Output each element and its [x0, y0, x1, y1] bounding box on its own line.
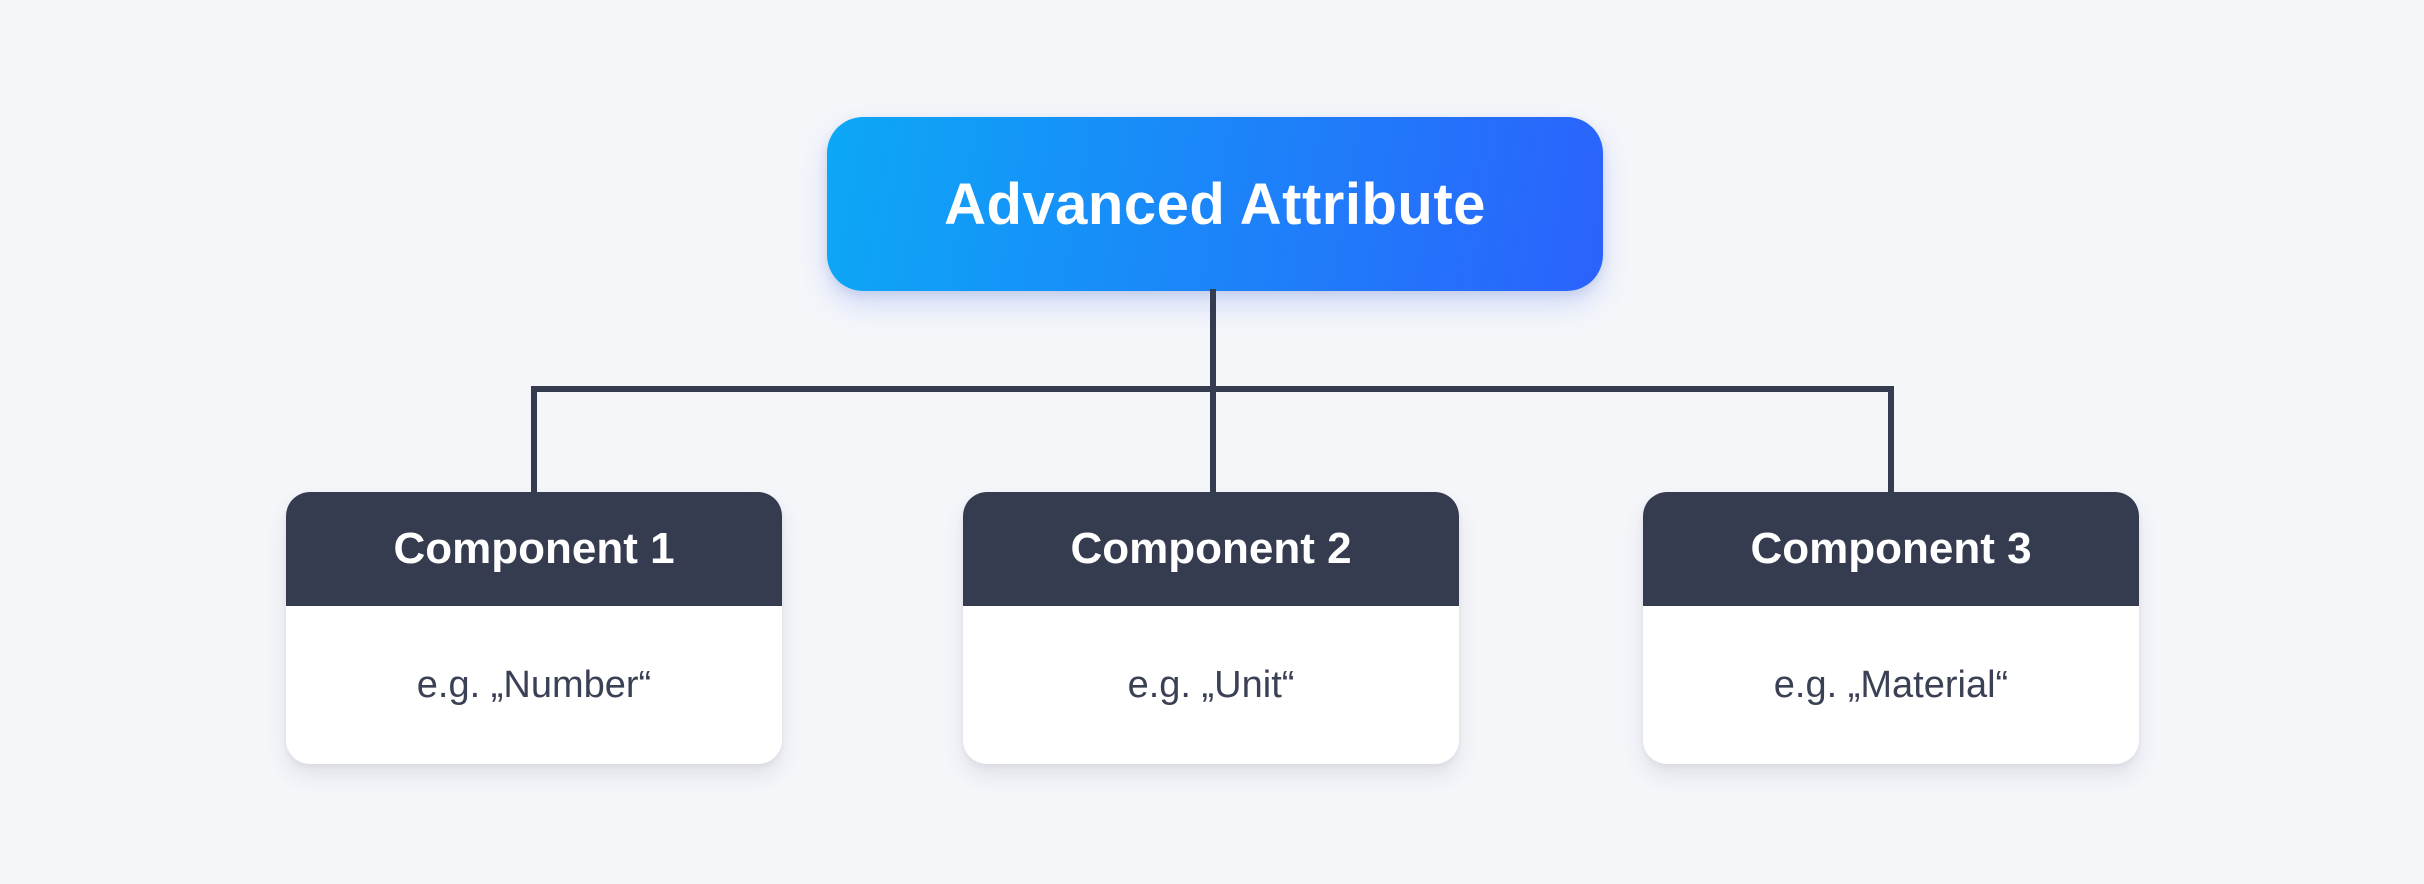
component-card-1: Component 1 e.g. „Number“	[286, 492, 782, 764]
component-2-title: Component 2	[1070, 524, 1352, 573]
component-card-3-header: Component 3	[1643, 492, 2139, 606]
component-card-2-body: e.g. „Unit“	[963, 606, 1459, 764]
component-3-example: e.g. „Material“	[1773, 663, 2009, 706]
component-card-1-body: e.g. „Number“	[286, 606, 782, 764]
component-card-2: Component 2 e.g. „Unit“	[963, 492, 1459, 764]
component-2-example: e.g. „Unit“	[1127, 663, 1295, 706]
root-node-label: Advanced Attribute	[944, 171, 1486, 237]
component-card-2-header: Component 2	[963, 492, 1459, 606]
component-card-3: Component 3 e.g. „Material“	[1643, 492, 2139, 764]
connector-horizontal-rail	[531, 386, 1894, 392]
component-card-1-header: Component 1	[286, 492, 782, 606]
component-card-3-body: e.g. „Material“	[1643, 606, 2139, 764]
connector-drop-component-1	[531, 386, 537, 494]
connector-drop-component-3	[1888, 386, 1894, 494]
component-3-title: Component 3	[1750, 524, 2032, 573]
component-1-example: e.g. „Number“	[416, 663, 652, 706]
component-1-title: Component 1	[393, 524, 675, 573]
root-node-advanced-attribute: Advanced Attribute	[827, 117, 1603, 291]
